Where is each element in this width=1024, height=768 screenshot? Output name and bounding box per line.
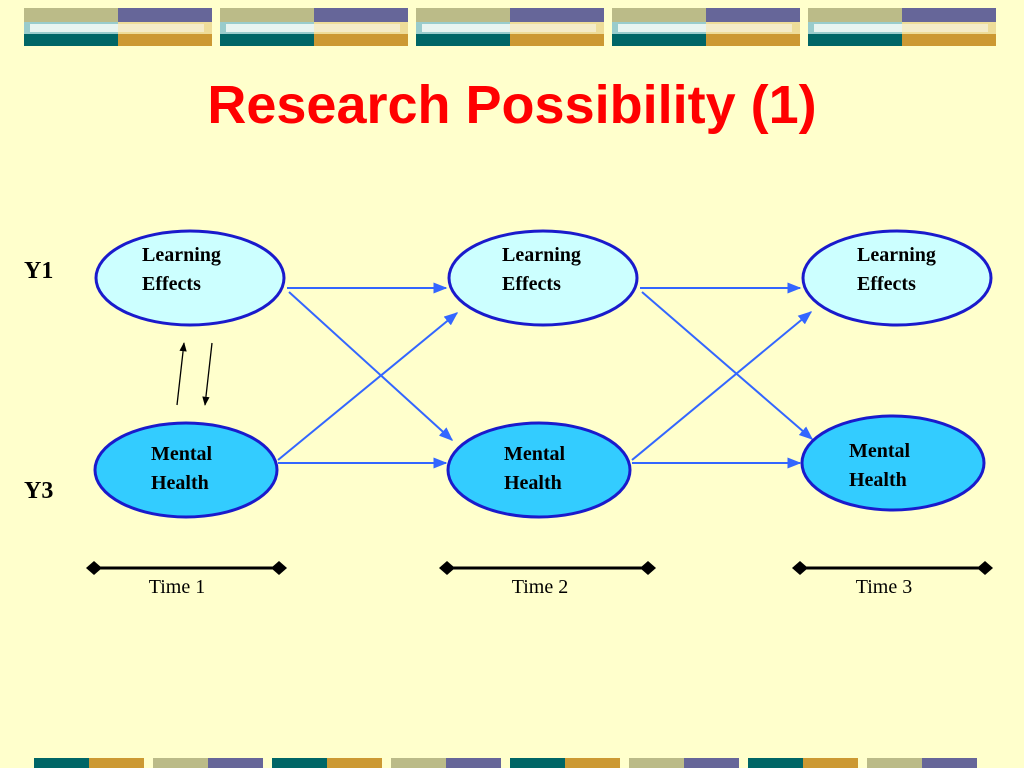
- top-band-block: [510, 24, 596, 32]
- bottom-band-block: [208, 758, 263, 768]
- time-label-1: Time 1: [148, 576, 206, 598]
- row-label-y1: Y1: [24, 258, 54, 284]
- bottom-band-block: [629, 758, 684, 768]
- health-label-line2: Health: [151, 472, 209, 494]
- top-band-block: [24, 8, 118, 22]
- top-decorative-band: [24, 8, 996, 46]
- learning-effects-label-time1: Learning Effects: [142, 241, 221, 299]
- bottom-band-block: [89, 758, 144, 768]
- effects-label-line2: Effects: [142, 273, 201, 295]
- top-band-block: [902, 8, 996, 22]
- top-band-block: [612, 8, 706, 22]
- bottom-band-block: [446, 758, 501, 768]
- bottom-decorative-band: [34, 758, 977, 768]
- top-band-block: [612, 34, 706, 46]
- mental-health-node-time3: [800, 414, 986, 512]
- learning-label-line1: Learning: [142, 244, 221, 266]
- top-band-block: [314, 34, 408, 46]
- arrow-learning1-to-mental2: [288, 291, 454, 441]
- bottom-band-block: [272, 758, 327, 768]
- bottom-band-block: [510, 758, 565, 768]
- bottom-band-block: [867, 758, 922, 768]
- time-bar-1: [86, 561, 287, 575]
- mental-health-label-time2: Mental Health: [504, 440, 565, 498]
- top-band-block: [814, 24, 902, 32]
- bottom-band-block: [565, 758, 620, 768]
- bottom-band-block: [748, 758, 803, 768]
- top-band-block: [706, 24, 792, 32]
- top-band-block: [220, 8, 314, 22]
- arrow-learning1-to-mental1: [202, 342, 213, 406]
- mental-label-line1: Mental: [151, 443, 213, 465]
- top-band-block: [902, 24, 988, 32]
- bottom-band-block: [391, 758, 446, 768]
- bottom-band-block: [34, 758, 89, 768]
- top-band-block: [416, 34, 510, 46]
- top-band-block: [422, 24, 510, 32]
- top-band-block: [808, 34, 902, 46]
- top-band-block: [618, 24, 706, 32]
- mental-health-label-time1: Mental Health: [151, 440, 212, 498]
- learning-label-line1: Learning: [502, 244, 581, 266]
- learning-effects-node-time3: [801, 229, 993, 327]
- effects-label-line2: Effects: [502, 273, 561, 295]
- top-band-block: [118, 34, 212, 46]
- top-band-block: [314, 24, 400, 32]
- top-band-block: [24, 34, 118, 46]
- learning-effects-label-time3: Learning Effects: [857, 241, 936, 299]
- top-band-block: [220, 34, 314, 46]
- top-band-block: [416, 8, 510, 22]
- top-band-block: [706, 8, 800, 22]
- top-band-block: [118, 24, 204, 32]
- bottom-band-block: [684, 758, 739, 768]
- time-bar-2: [439, 561, 656, 575]
- time-label-3: Time 3: [855, 576, 913, 598]
- learning-label-line1: Learning: [857, 244, 936, 266]
- bottom-band-block: [803, 758, 858, 768]
- row-label-y3: Y3: [24, 478, 54, 504]
- mental-health-node-time1: [93, 421, 279, 519]
- bottom-band-block: [922, 758, 977, 768]
- top-band-block: [118, 8, 212, 22]
- slide-title: Research Possibility (1): [207, 75, 817, 135]
- bottom-band-block: [327, 758, 382, 768]
- arrow-mental1-to-learning2: [277, 312, 459, 461]
- effects-label-line2: Effects: [857, 273, 916, 295]
- learning-effects-node-time2: [447, 229, 639, 327]
- top-band-block: [808, 8, 902, 22]
- top-band-block: [314, 8, 408, 22]
- top-band-block: [902, 34, 996, 46]
- mental-health-node-time2: [446, 421, 632, 519]
- health-label-line2: Health: [849, 469, 907, 491]
- mental-health-label-time3: Mental Health: [849, 437, 910, 495]
- top-band-block: [706, 34, 800, 46]
- arrow-learning2-to-mental3: [641, 291, 814, 440]
- mental-label-line1: Mental: [504, 443, 566, 465]
- time-label-2: Time 2: [511, 576, 569, 598]
- arrow-mental1-to-learning1: [176, 342, 187, 406]
- learning-effects-label-time2: Learning Effects: [502, 241, 581, 299]
- top-band-block: [510, 34, 604, 46]
- learning-effects-node-time1: [94, 229, 286, 327]
- health-label-line2: Health: [504, 472, 562, 494]
- bottom-band-block: [153, 758, 208, 768]
- top-band-block: [510, 8, 604, 22]
- time-bar-3: [792, 561, 993, 575]
- top-band-block: [226, 24, 314, 32]
- arrow-mental2-to-learning3: [631, 311, 813, 461]
- mental-label-line1: Mental: [849, 440, 911, 462]
- top-band-block: [30, 24, 118, 32]
